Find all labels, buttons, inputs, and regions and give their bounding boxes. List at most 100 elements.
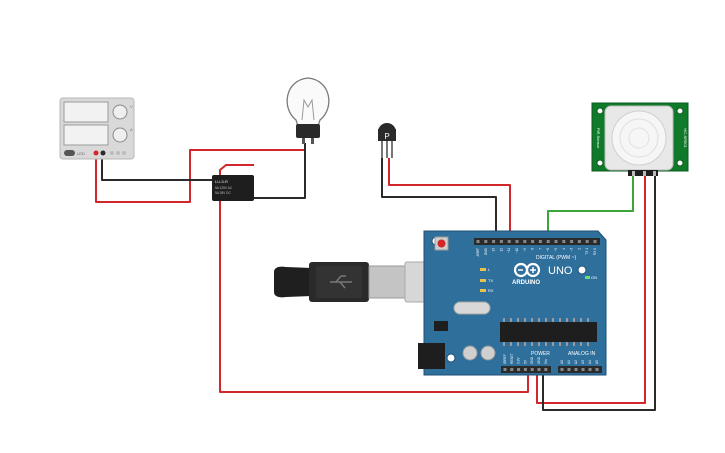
pin-label: ~11 [507, 248, 511, 253]
bulb-base [296, 124, 320, 138]
pin-label: A1 [567, 360, 571, 364]
pin-hole[interactable] [523, 368, 527, 371]
analog-header [558, 366, 602, 373]
supply-terminal-red[interactable] [93, 150, 99, 156]
relay-label-1: LU-5-R [215, 179, 228, 184]
pin-label: ~3 [570, 248, 574, 252]
pin-label: GND [537, 356, 541, 364]
light-bulb[interactable] [286, 77, 330, 144]
pir-label-left: PIR Sensor [596, 128, 601, 149]
pin-hole[interactable] [554, 240, 558, 243]
wire-transistor-black[interactable] [381, 158, 497, 244]
pin-hole[interactable] [476, 240, 480, 243]
pin-hole[interactable] [530, 368, 534, 371]
pin-label: IOREF [503, 354, 507, 364]
pin-hole[interactable] [581, 368, 585, 371]
pin-hole[interactable] [585, 240, 589, 243]
voltage-knob-icon[interactable] [112, 104, 128, 120]
pir-sensor[interactable]: PIR Sensor HC-SR501 [591, 102, 689, 176]
pin-hole[interactable] [567, 368, 571, 371]
wire-pir-gnd[interactable] [542, 176, 656, 411]
pin-hole[interactable] [515, 240, 519, 243]
pin-hole[interactable] [570, 240, 574, 243]
pin-hole[interactable] [560, 368, 564, 371]
wires [95, 143, 656, 411]
power-switch[interactable] [64, 150, 75, 156]
board-brand: ARDUINO [512, 280, 540, 286]
pin-label: ~5 [554, 248, 558, 252]
pin-label: ~9 [523, 248, 527, 252]
power-supply[interactable]: V A LED [59, 97, 135, 160]
usb-cable[interactable] [274, 261, 452, 303]
pin-label: 2 [577, 248, 581, 250]
pin-hole[interactable] [510, 368, 514, 371]
knob-label-v: V [130, 104, 133, 109]
pin-label: A5 [595, 360, 599, 364]
digital-label: DIGITAL (PWM ~) [536, 255, 576, 261]
power-label: POWER [531, 351, 550, 357]
transistor-label: P [384, 132, 389, 141]
pin-hole[interactable] [503, 368, 507, 371]
pin-hole[interactable] [593, 240, 597, 243]
pir-label-right: HC-SR501 [683, 128, 688, 148]
relay[interactable]: LU-5-R 5A 125V AC 5A 28V DC [212, 175, 254, 201]
capacitor-2 [480, 345, 496, 361]
pin-label: RX 0 [593, 248, 597, 255]
arduino-uno-board[interactable]: L TX RX ARDUINO UNO DIGITAL (PWM ~) ON [418, 230, 607, 376]
pin-label: ~10 [515, 248, 519, 254]
pin-hole[interactable] [492, 240, 496, 243]
pin-label: 12 [499, 248, 503, 252]
pin-label: 5V [523, 359, 527, 364]
transistor[interactable]: P [378, 123, 396, 158]
pin-hole[interactable] [517, 368, 521, 371]
relay-label-3: 5A 28V DC [215, 191, 231, 195]
pin-label: A3 [581, 360, 585, 364]
pin-hole[interactable] [577, 240, 581, 243]
barrel-jack[interactable] [418, 343, 445, 369]
supply-terminal-black[interactable] [100, 150, 106, 156]
pin-hole[interactable] [484, 240, 488, 243]
on-label: ON [591, 275, 597, 280]
led-label-l: L [488, 267, 491, 272]
pin-label: Vin [544, 359, 548, 364]
led-label-tx: TX [488, 278, 493, 283]
pin-hole[interactable] [595, 368, 599, 371]
wire-relay-bulb[interactable] [254, 143, 306, 199]
pin-hole[interactable] [537, 368, 541, 371]
pin-hole[interactable] [523, 240, 527, 243]
current-knob-icon[interactable] [112, 127, 128, 143]
wire-relay-5v[interactable] [219, 164, 529, 393]
pin-hole[interactable] [562, 240, 566, 243]
board-model: UNO [548, 265, 573, 277]
pin-hole[interactable] [507, 240, 511, 243]
wire-transistor-red[interactable] [388, 158, 511, 244]
led-label-rx: RX [488, 288, 494, 293]
digital-header [474, 238, 600, 245]
pin-label: A4 [588, 360, 592, 364]
pin-label: 8 [531, 248, 535, 250]
pin-hole[interactable] [531, 240, 535, 243]
pin-hole[interactable] [574, 368, 578, 371]
reset-button-cap[interactable] [437, 239, 446, 248]
knob-label-a: A [130, 127, 133, 132]
pin-label: RESET [510, 353, 514, 364]
on-led [585, 276, 590, 279]
pin-label: TX 1 [585, 248, 589, 255]
pin-label: 4 [562, 248, 566, 250]
wire-pir-vcc[interactable] [536, 176, 646, 404]
pin-hole[interactable] [499, 240, 503, 243]
pin-hole[interactable] [544, 368, 548, 371]
pin-label: GND [484, 247, 488, 255]
crystal [453, 301, 491, 315]
pin-hole[interactable] [546, 240, 550, 243]
microcontroller-chip [500, 322, 597, 342]
wire-supply-black[interactable] [101, 155, 213, 181]
pin-label: A2 [574, 360, 578, 364]
pin-hole[interactable] [538, 240, 542, 243]
wire-pir-signal[interactable] [547, 176, 634, 244]
pin-label: 3.3V [517, 357, 521, 364]
pin-hole[interactable] [588, 368, 592, 371]
